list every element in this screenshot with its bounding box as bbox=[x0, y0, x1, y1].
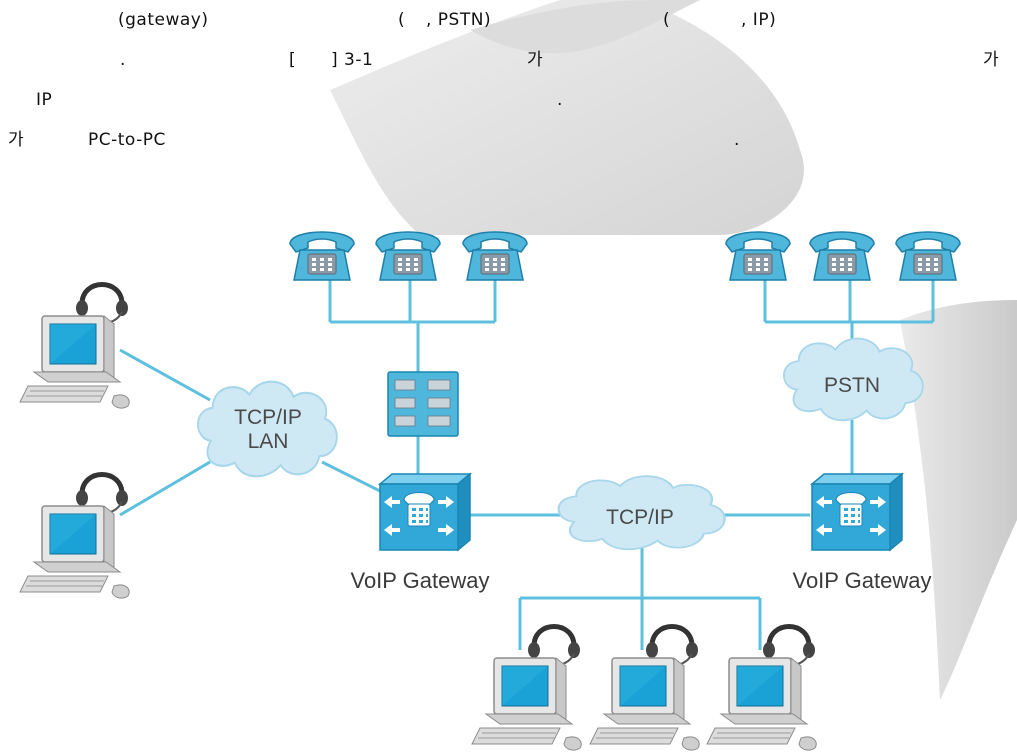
lan-cloud-label-line2: LAN bbox=[248, 430, 289, 453]
text-fragment: ] 3-1 bbox=[331, 50, 374, 70]
text-fragment: ( bbox=[398, 10, 406, 30]
pbx-icon bbox=[387, 371, 459, 437]
text-fragment: PC-to-PC bbox=[88, 130, 166, 150]
text-fragment: , PSTN) bbox=[426, 10, 492, 30]
text-line-1: (gateway) ( , PSTN) ( , IP) bbox=[0, 0, 1017, 40]
text-line-3: IP . bbox=[0, 80, 1017, 120]
text-fragment: IP bbox=[36, 90, 53, 110]
text-fragment: 가 bbox=[8, 130, 25, 150]
computer-icon bbox=[590, 627, 699, 751]
text-fragment: [ bbox=[289, 50, 297, 70]
phone-icon bbox=[289, 231, 355, 281]
text-fragment: 가 bbox=[983, 50, 1000, 70]
phone-icon bbox=[809, 231, 875, 281]
computer-icon bbox=[20, 475, 129, 599]
gateway-icon bbox=[811, 473, 903, 551]
text-fragment: . bbox=[557, 90, 563, 110]
left-gateway-label: VoIP Gateway bbox=[350, 568, 489, 593]
phone-icon bbox=[725, 231, 791, 281]
right-gateway-label: VoIP Gateway bbox=[792, 568, 931, 593]
text-fragment: ( bbox=[663, 10, 671, 30]
text-fragment: . bbox=[734, 130, 740, 150]
phone-icon bbox=[462, 231, 528, 281]
computer-icon bbox=[472, 627, 581, 751]
computer-icon bbox=[20, 285, 129, 409]
gateway-icon bbox=[379, 473, 471, 551]
internet-cloud-label: TCP/IP bbox=[606, 506, 674, 529]
phone-icon bbox=[375, 231, 441, 281]
computer-icon bbox=[707, 627, 816, 751]
lan-cloud-label-line1: TCP/IP bbox=[234, 406, 302, 429]
phone-icon bbox=[895, 231, 961, 281]
text-fragment: , IP) bbox=[741, 10, 777, 30]
text-fragment: . bbox=[120, 50, 126, 70]
text-line-2: . [ ] 3-1 가 가 bbox=[0, 40, 1017, 80]
text-fragment: 가 bbox=[527, 50, 544, 70]
pstn-cloud-label: PSTN bbox=[824, 374, 880, 397]
text-line-4: 가 PC-to-PC . bbox=[0, 120, 1017, 160]
text-fragment: (gateway) bbox=[118, 10, 209, 30]
